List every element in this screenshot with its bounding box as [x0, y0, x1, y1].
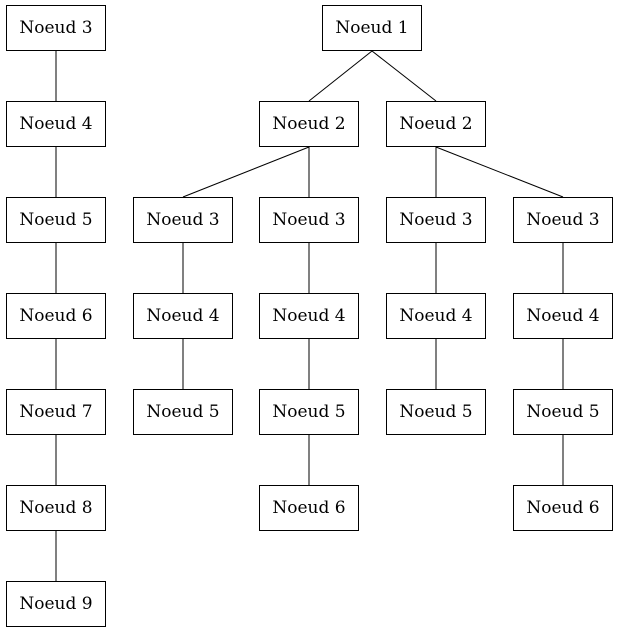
node-c3: Noeud 3 [386, 197, 486, 243]
node-c1: Noeud 3 [133, 197, 233, 243]
node-c3_4: Noeud 4 [386, 293, 486, 339]
edge-r_b-c4 [435, 146, 564, 198]
node-c2_5: Noeud 5 [259, 389, 359, 435]
node-c4_4: Noeud 4 [513, 293, 613, 339]
node-a5: Noeud 7 [6, 389, 106, 435]
node-c4_5: Noeud 5 [513, 389, 613, 435]
node-r_b: Noeud 2 [386, 101, 486, 147]
node-c4_6: Noeud 6 [513, 485, 613, 531]
node-c3_5: Noeud 5 [386, 389, 486, 435]
node-c2: Noeud 3 [259, 197, 359, 243]
node-a7: Noeud 9 [6, 581, 106, 627]
node-a1: Noeud 3 [6, 5, 106, 51]
node-c4: Noeud 3 [513, 197, 613, 243]
node-a4: Noeud 6 [6, 293, 106, 339]
edge-r_a-c1 [182, 146, 310, 198]
node-a2: Noeud 4 [6, 101, 106, 147]
node-r_a: Noeud 2 [259, 101, 359, 147]
node-a3: Noeud 5 [6, 197, 106, 243]
node-r: Noeud 1 [322, 5, 422, 51]
node-c2_6: Noeud 6 [259, 485, 359, 531]
node-c1_5: Noeud 5 [133, 389, 233, 435]
edge-r-r_a [308, 50, 373, 102]
node-c2_4: Noeud 4 [259, 293, 359, 339]
node-a6: Noeud 8 [6, 485, 106, 531]
edge-r-r_b [371, 50, 437, 102]
node-c1_4: Noeud 4 [133, 293, 233, 339]
